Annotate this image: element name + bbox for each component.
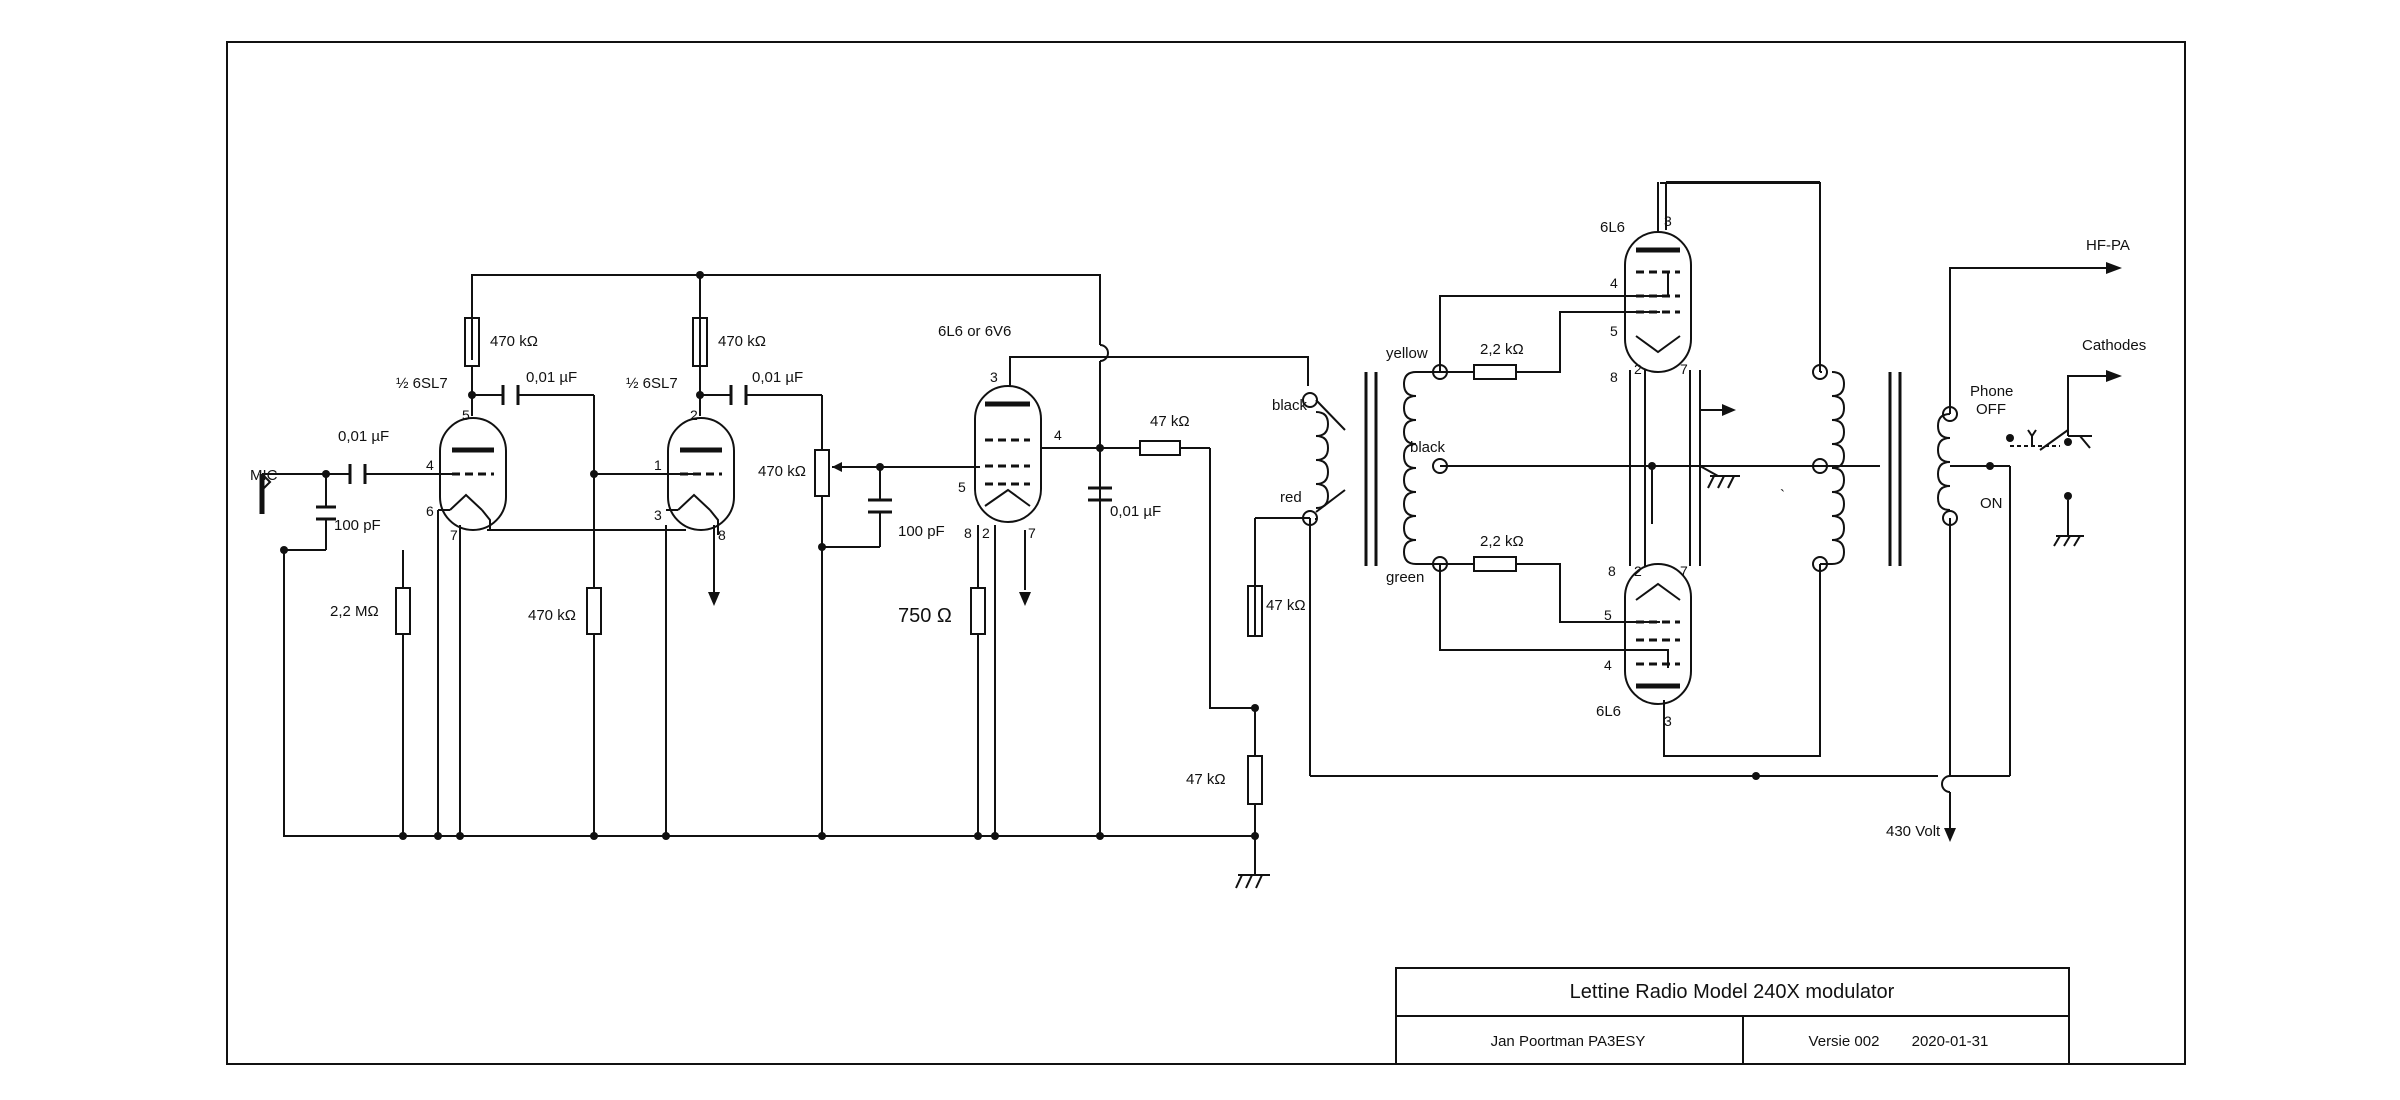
labels: MIC 0,01 µF 100 pF 2,2 MΩ 470 kΩ 470 kΩ … [250, 219, 2146, 840]
pin-t2-1: 1 [654, 457, 662, 473]
arrows [708, 262, 2122, 842]
label-phone: Phone [1970, 383, 2013, 400]
label-cathodes: Cathodes [2082, 337, 2146, 354]
pin-numbers: 5 4 6 7 2 1 3 8 3 4 5 8 2 7 3 4 5 8 2 7 … [426, 213, 1688, 729]
label-r-grid2: 470 kΩ [528, 607, 576, 624]
junction-dots [280, 271, 1760, 840]
label-c-couple2: 0,01 µF [752, 369, 803, 386]
label-c-mic-series: 0,01 µF [338, 428, 389, 445]
resistor-grid2 [586, 587, 602, 635]
resistor-grid1 [395, 587, 411, 635]
title-block: Lettine Radio Model 240X modulator Jan P… [1395, 967, 2070, 1065]
resistor-divider2 [1247, 755, 1263, 805]
output-transformer [1820, 371, 1951, 565]
pin-t2-2: 2 [690, 407, 698, 423]
pin-t3-8: 8 [964, 525, 972, 541]
pin-t2-8: 8 [718, 527, 726, 543]
phone-switch [1986, 429, 2072, 500]
pin-t3-7: 7 [1028, 525, 1036, 541]
resistor-cathode3 [970, 587, 986, 635]
label-mic: MIC [250, 467, 278, 484]
potentiometer [814, 449, 830, 497]
ground-switch [2053, 535, 2084, 547]
pin-top-8: 8 [1610, 369, 1618, 385]
ground-center-tap [1699, 465, 1740, 489]
label-r-fb: 47 kΩ [1150, 413, 1190, 430]
tube-output-top [1624, 182, 1692, 373]
pin-t2-3: 3 [654, 507, 662, 523]
drawing-frame [226, 41, 2186, 1065]
pin-top-2: 2 [1634, 361, 1642, 377]
label-r-div2: 47 kΩ [1186, 771, 1226, 788]
label-c-plate3: 0,01 µF [1110, 503, 1161, 520]
pin-t3-2: 2 [982, 525, 990, 541]
pin-bot-4: 4 [1604, 657, 1612, 673]
label-tube-bot: 6L6 [1596, 703, 1621, 720]
capacitors [316, 385, 1112, 521]
label-wire-green: green [1386, 569, 1424, 586]
label-r-plate1: 470 kΩ [490, 333, 538, 350]
pin-t1-6: 6 [426, 503, 434, 519]
resistors [395, 317, 1517, 805]
pin-t3-4: 4 [1054, 427, 1062, 443]
pin-bot-7: 7 [1680, 563, 1688, 579]
label-c-couple1: 0,01 µF [526, 369, 577, 386]
label-on: ON [1980, 495, 2003, 512]
pin-bot-3: 3 [1664, 713, 1672, 729]
label-tube-top: 6L6 [1600, 219, 1625, 236]
pin-t3-3: 3 [990, 369, 998, 385]
resistor-g2-top [1473, 364, 1517, 380]
label-wire-black-mid: black [1410, 439, 1446, 456]
label-wire-black-top: black [1272, 397, 1308, 414]
label-off: OFF [1976, 401, 2006, 418]
label-tube2: ½ 6SL7 [626, 375, 678, 392]
resistor-g2-bot [1473, 556, 1517, 572]
title-block-version: Versie 002 [1809, 1033, 1880, 1050]
pin-t1-5: 5 [462, 407, 470, 423]
label-wire-red: red [1280, 489, 1302, 506]
tube-stage1 [438, 417, 507, 531]
label-r-cathode3: 750 Ω [898, 605, 952, 627]
pin-bot-8: 8 [1608, 563, 1616, 579]
resistor-divider1 [1247, 585, 1263, 637]
label-r-plate2: 470 kΩ [718, 333, 766, 350]
label-backtick: ` [1780, 487, 1785, 504]
label-tube1: ½ 6SL7 [396, 375, 448, 392]
ground-main [1235, 874, 1270, 889]
resistor-feedback [1139, 440, 1181, 456]
label-r-g2-top: 2,2 kΩ [1480, 341, 1524, 358]
pin-top-3: 3 [1664, 213, 1672, 229]
label-r-div1: 47 kΩ [1266, 597, 1306, 614]
label-hf-pa: HF-PA [2086, 237, 2130, 254]
label-r-g2-bot: 2,2 kΩ [1480, 533, 1524, 550]
label-c-pot: 100 pF [898, 523, 945, 540]
pin-t3-5: 5 [958, 479, 966, 495]
resistor-plate2 [692, 317, 708, 367]
label-tube3: 6L6 or 6V6 [938, 323, 1011, 340]
wiring [259, 181, 2110, 875]
label-c-mic-shunt: 100 pF [334, 517, 381, 534]
tube-stage2 [666, 417, 735, 535]
title-block-author: Jan Poortman PA3ESY [1491, 1033, 1646, 1050]
terminals [1302, 364, 1958, 572]
pin-top-4: 4 [1610, 275, 1618, 291]
label-supply: 430 Volt [1886, 823, 1941, 840]
driver-transformer [1315, 371, 1442, 565]
pin-top-7: 7 [1680, 361, 1688, 377]
pin-t1-7: 7 [450, 527, 458, 543]
label-wire-yellow: yellow [1386, 345, 1428, 362]
pin-top-5: 5 [1610, 323, 1618, 339]
tube-stage3 [974, 385, 1052, 523]
title-block-date: 2020-01-31 [1912, 1033, 1989, 1050]
pin-bot-5: 5 [1604, 607, 1612, 623]
resistor-plate1 [464, 317, 480, 367]
pin-bot-2: 2 [1634, 563, 1642, 579]
label-pot: 470 kΩ [758, 463, 806, 480]
tube-output-bottom [1624, 563, 1692, 705]
label-r-grid1: 2,2 MΩ [330, 603, 379, 620]
pin-t1-4: 4 [426, 457, 434, 473]
label-phone-off: Phone OFF [1970, 383, 2018, 418]
title-block-title: Lettine Radio Model 240X modulator [1570, 981, 1895, 1003]
